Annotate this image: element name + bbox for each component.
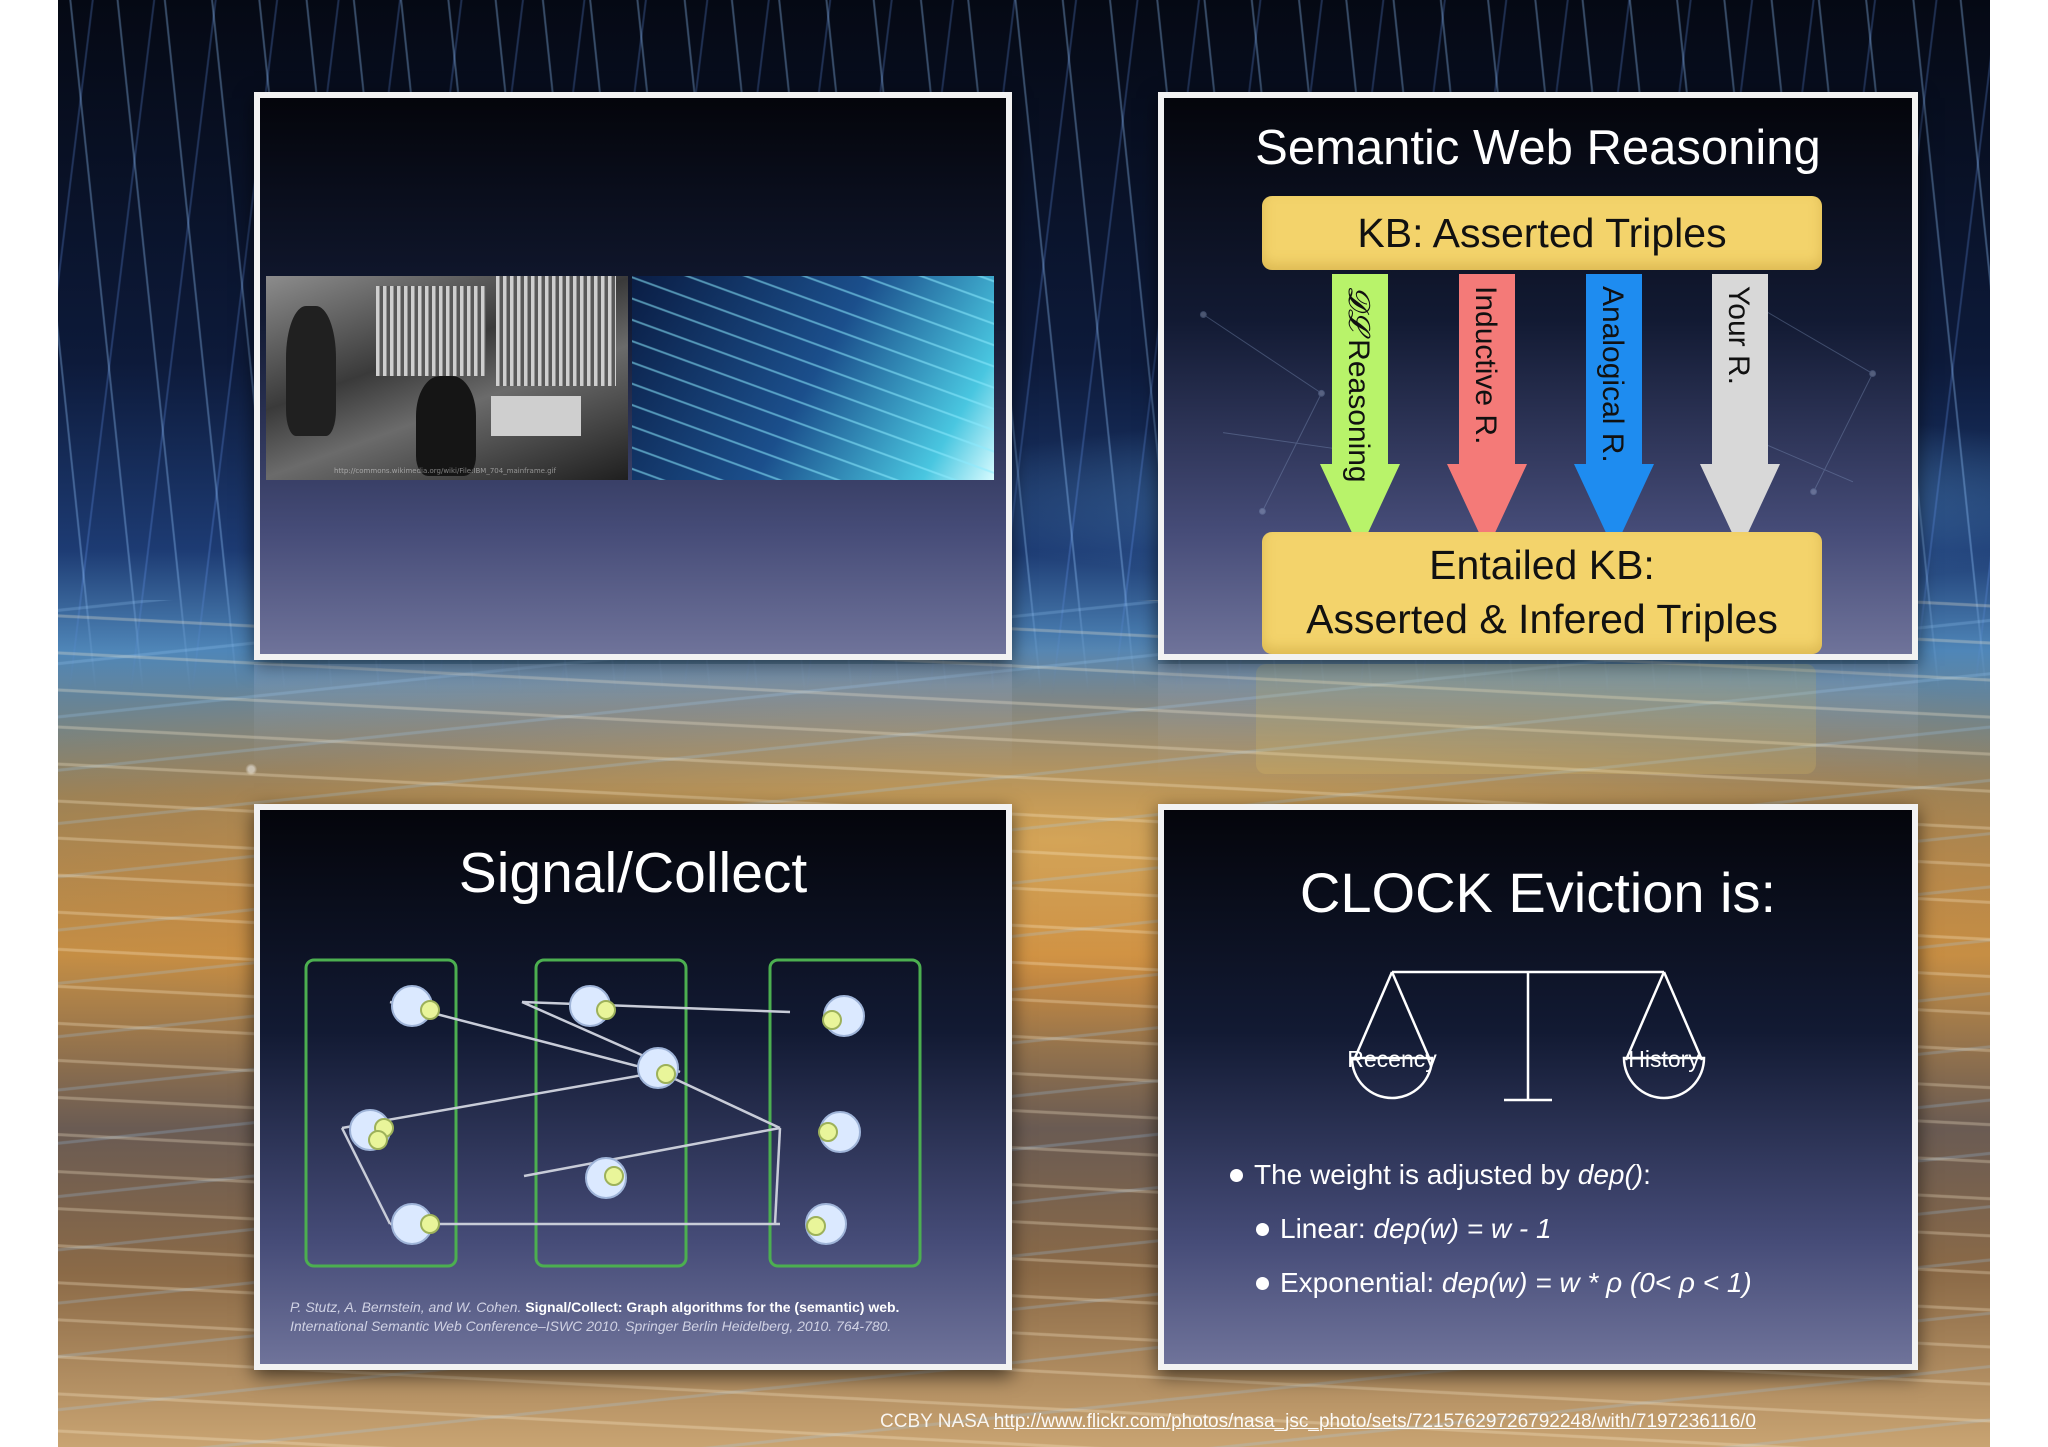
citation: P. Stutz, A. Bernstein, and W. Cohen. Si… — [290, 1298, 990, 1336]
citation-title: Signal/Collect: Graph algorithms for the… — [525, 1299, 900, 1315]
kb-entailed-line1: Entailed KB: — [1429, 542, 1655, 588]
vertex-cluster — [768, 958, 922, 1268]
your-reasoning-arrow: Your R. — [1700, 274, 1780, 550]
inductive-reasoning-arrow: Inductive R. — [1447, 274, 1527, 550]
bullet-formula: dep(w) = w * ρ (0< ρ < 1) — [1441, 1267, 1752, 1298]
scale-label-left: Recency — [1347, 1046, 1437, 1072]
background-photo: http://commons.wikimedia.org/wiki/File:I… — [58, 0, 1990, 1447]
slide-title: CLOCK Eviction is: — [1299, 861, 1777, 924]
balance-scale-icon: Recency History — [1347, 970, 1706, 1102]
bullet-function: dep() — [1577, 1159, 1644, 1190]
arrow-label: Your R. — [1722, 286, 1755, 385]
slide-title: Signal/Collect — [458, 841, 808, 905]
bullet-label: Exponential: — [1280, 1267, 1442, 1298]
photo-source-caption: http://commons.wikimedia.org/wiki/File:I… — [333, 467, 557, 475]
kb-asserted-box: KB: Asserted Triples — [1262, 196, 1822, 270]
scale-label-right: History — [1628, 1046, 1700, 1072]
bullet-list: The weight is adjusted by dep(): Linear:… — [1230, 1148, 1752, 1310]
signal-dot — [420, 1000, 440, 1020]
bullet-colon: : — [1643, 1159, 1651, 1190]
signal-dot — [420, 1214, 440, 1234]
bullet-formula: dep(w) = w - 1 — [1373, 1213, 1552, 1244]
dl-script-prefix: 𝓓𝓛 — [1341, 286, 1376, 331]
citation-venue: International Semantic Web Conference–IS… — [290, 1318, 892, 1334]
bullet-text: The weight is adjusted by — [1254, 1159, 1578, 1190]
slide-title: Semantic Web Reasoning — [1255, 121, 1821, 175]
citation-authors: P. Stutz, A. Bernstein, and W. Cohen. — [290, 1299, 526, 1315]
kb-entailed-line2: Asserted & Infered Triples — [1306, 596, 1778, 642]
bullet-weight: The weight is adjusted by dep(): — [1230, 1148, 1752, 1202]
bullet-linear: Linear: dep(w) = w - 1 — [1256, 1202, 1752, 1256]
vertex-cluster — [304, 958, 458, 1268]
mainframe-photo — [266, 276, 628, 480]
slide-thumbnail-semantic-web-reasoning[interactable]: Semantic Web Reasoning KB: Asserted Trip… — [1158, 92, 1918, 660]
kb-entailed-box: Entailed KB: Asserted & Infered Triples — [1262, 532, 1822, 654]
signal-dot — [596, 1000, 616, 1020]
signal-dot — [604, 1166, 624, 1186]
credit-prefix: CCBY NASA — [880, 1411, 994, 1432]
slide-thumbnail-history[interactable]: http://commons.wikimedia.org/wiki/File:I… — [254, 92, 1012, 660]
slide-thumbnail-signal-collect[interactable]: Signal/Collect — [254, 804, 1012, 1370]
arrow-label: Analogical R. — [1596, 286, 1629, 463]
bullet-label: Linear: — [1280, 1213, 1374, 1244]
dl-reasoning-arrow: 𝓓𝓛 Reasoning — [1320, 274, 1400, 550]
vertex-cluster — [534, 958, 688, 1268]
arrow-label: Reasoning — [1342, 330, 1375, 483]
signal-dot — [368, 1130, 388, 1150]
signal-dot — [656, 1064, 676, 1084]
slide-thumbnail-clock-eviction[interactable]: CLOCK Eviction is: Recency History The w… — [1158, 804, 1918, 1370]
photo-credit: CCBY NASA http://www.flickr.com/photos/n… — [880, 1411, 1756, 1433]
bullet-exponential: Exponential: dep(w) = w * ρ (0< ρ < 1) — [1256, 1256, 1752, 1310]
arrow-label: Inductive R. — [1469, 286, 1502, 445]
credit-link[interactable]: http://www.flickr.com/photos/nasa_jsc_ph… — [993, 1411, 1756, 1432]
graph-diagram — [304, 958, 922, 1268]
signal-dot — [818, 1122, 838, 1142]
signal-dot — [822, 1010, 842, 1030]
circuit-board-photo — [632, 276, 994, 480]
analogical-reasoning-arrow: Analogical R. — [1574, 274, 1654, 550]
signal-dot — [806, 1216, 826, 1236]
